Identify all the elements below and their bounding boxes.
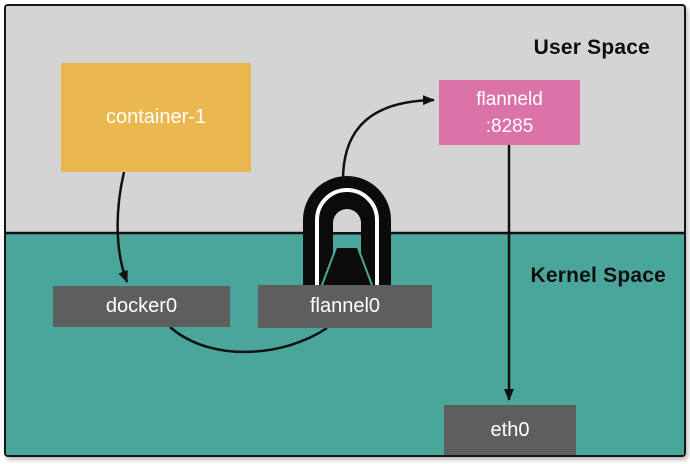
node-flanneld-name: flanneld: [476, 88, 543, 110]
node-flannel0-label: flannel0: [309, 295, 381, 317]
tunnel-icon: [303, 176, 391, 294]
diagram-overlay: [6, 95, 684, 401]
tunnel-road: [319, 248, 375, 293]
node-container-1-label: container-1: [105, 106, 207, 128]
diagram-canvas: User Space Kernel Space container-1 flan…: [4, 4, 686, 457]
user-space-label: User Space: [533, 36, 650, 59]
node-docker0-label: docker0: [105, 295, 178, 317]
edge-tunnel-to-flanneld: [341, 95, 435, 181]
kernel-space-label: Kernel Space: [530, 264, 666, 287]
node-eth0: eth0: [444, 405, 576, 455]
edge-container-to-docker0: [116, 171, 129, 283]
node-eth0-label: eth0: [490, 418, 530, 441]
node-flanneld-port: :8285: [485, 115, 534, 137]
tunnel-inner-ring: [315, 188, 379, 293]
node-container-1: container-1: [61, 63, 251, 172]
edge-docker0-to-flannel0: [169, 326, 328, 354]
node-flanneld: flanneld :8285: [439, 80, 580, 145]
node-flannel0: flannel0: [258, 285, 432, 328]
node-docker0: docker0: [53, 286, 230, 327]
